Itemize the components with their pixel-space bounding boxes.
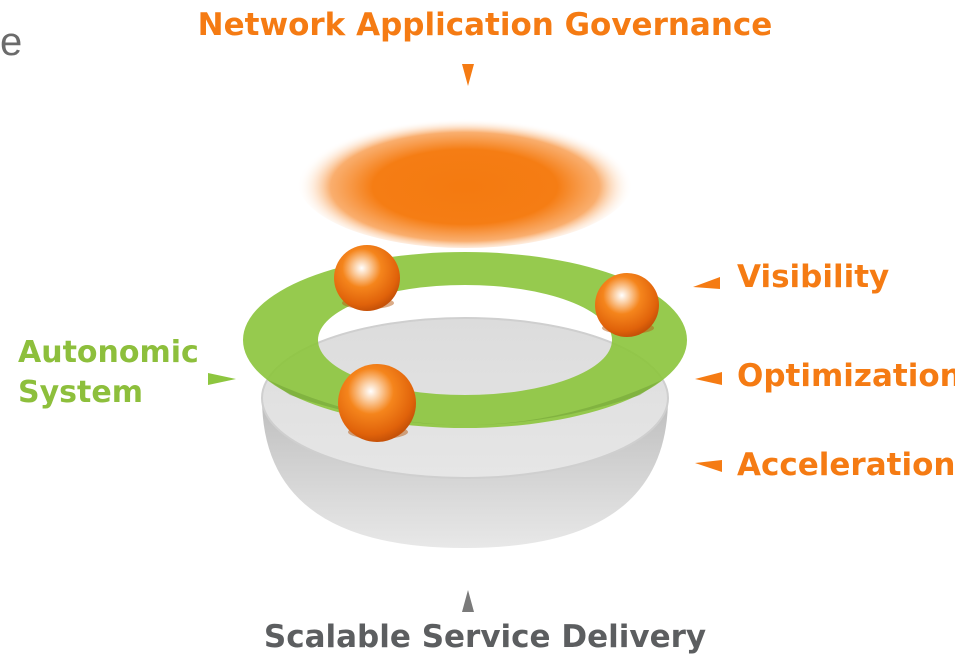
- autonomic-system-label: Autonomic System: [18, 338, 199, 408]
- orange-ball-right: [595, 273, 659, 337]
- acceleration-label: Acceleration: [737, 447, 955, 483]
- optimization-label: Optimization: [737, 358, 955, 394]
- governance-cap-shape: [297, 112, 633, 248]
- network-application-governance-label: Network Application Governance: [197, 7, 773, 43]
- visibility-label: Visibility: [737, 259, 890, 295]
- arrow-up-icon: [462, 590, 474, 612]
- arrow-down-icon: [462, 64, 474, 86]
- scalable-service-delivery-label: Scalable Service Delivery: [263, 619, 707, 655]
- orange-ball-front: [338, 364, 416, 442]
- autonomic-label-line1: Autonomic: [18, 335, 199, 370]
- bowl-rim-edge: [261, 317, 669, 479]
- orange-ball-upper-left: [334, 245, 400, 311]
- arrow-left-icon: [695, 460, 722, 472]
- cropped-text-fragment: e: [0, 20, 23, 64]
- autonomic-label-line2: System: [18, 375, 143, 410]
- arrow-left-icon: [695, 372, 722, 385]
- arrow-left-icon: [693, 277, 720, 289]
- arrow-right-icon: [208, 373, 236, 385]
